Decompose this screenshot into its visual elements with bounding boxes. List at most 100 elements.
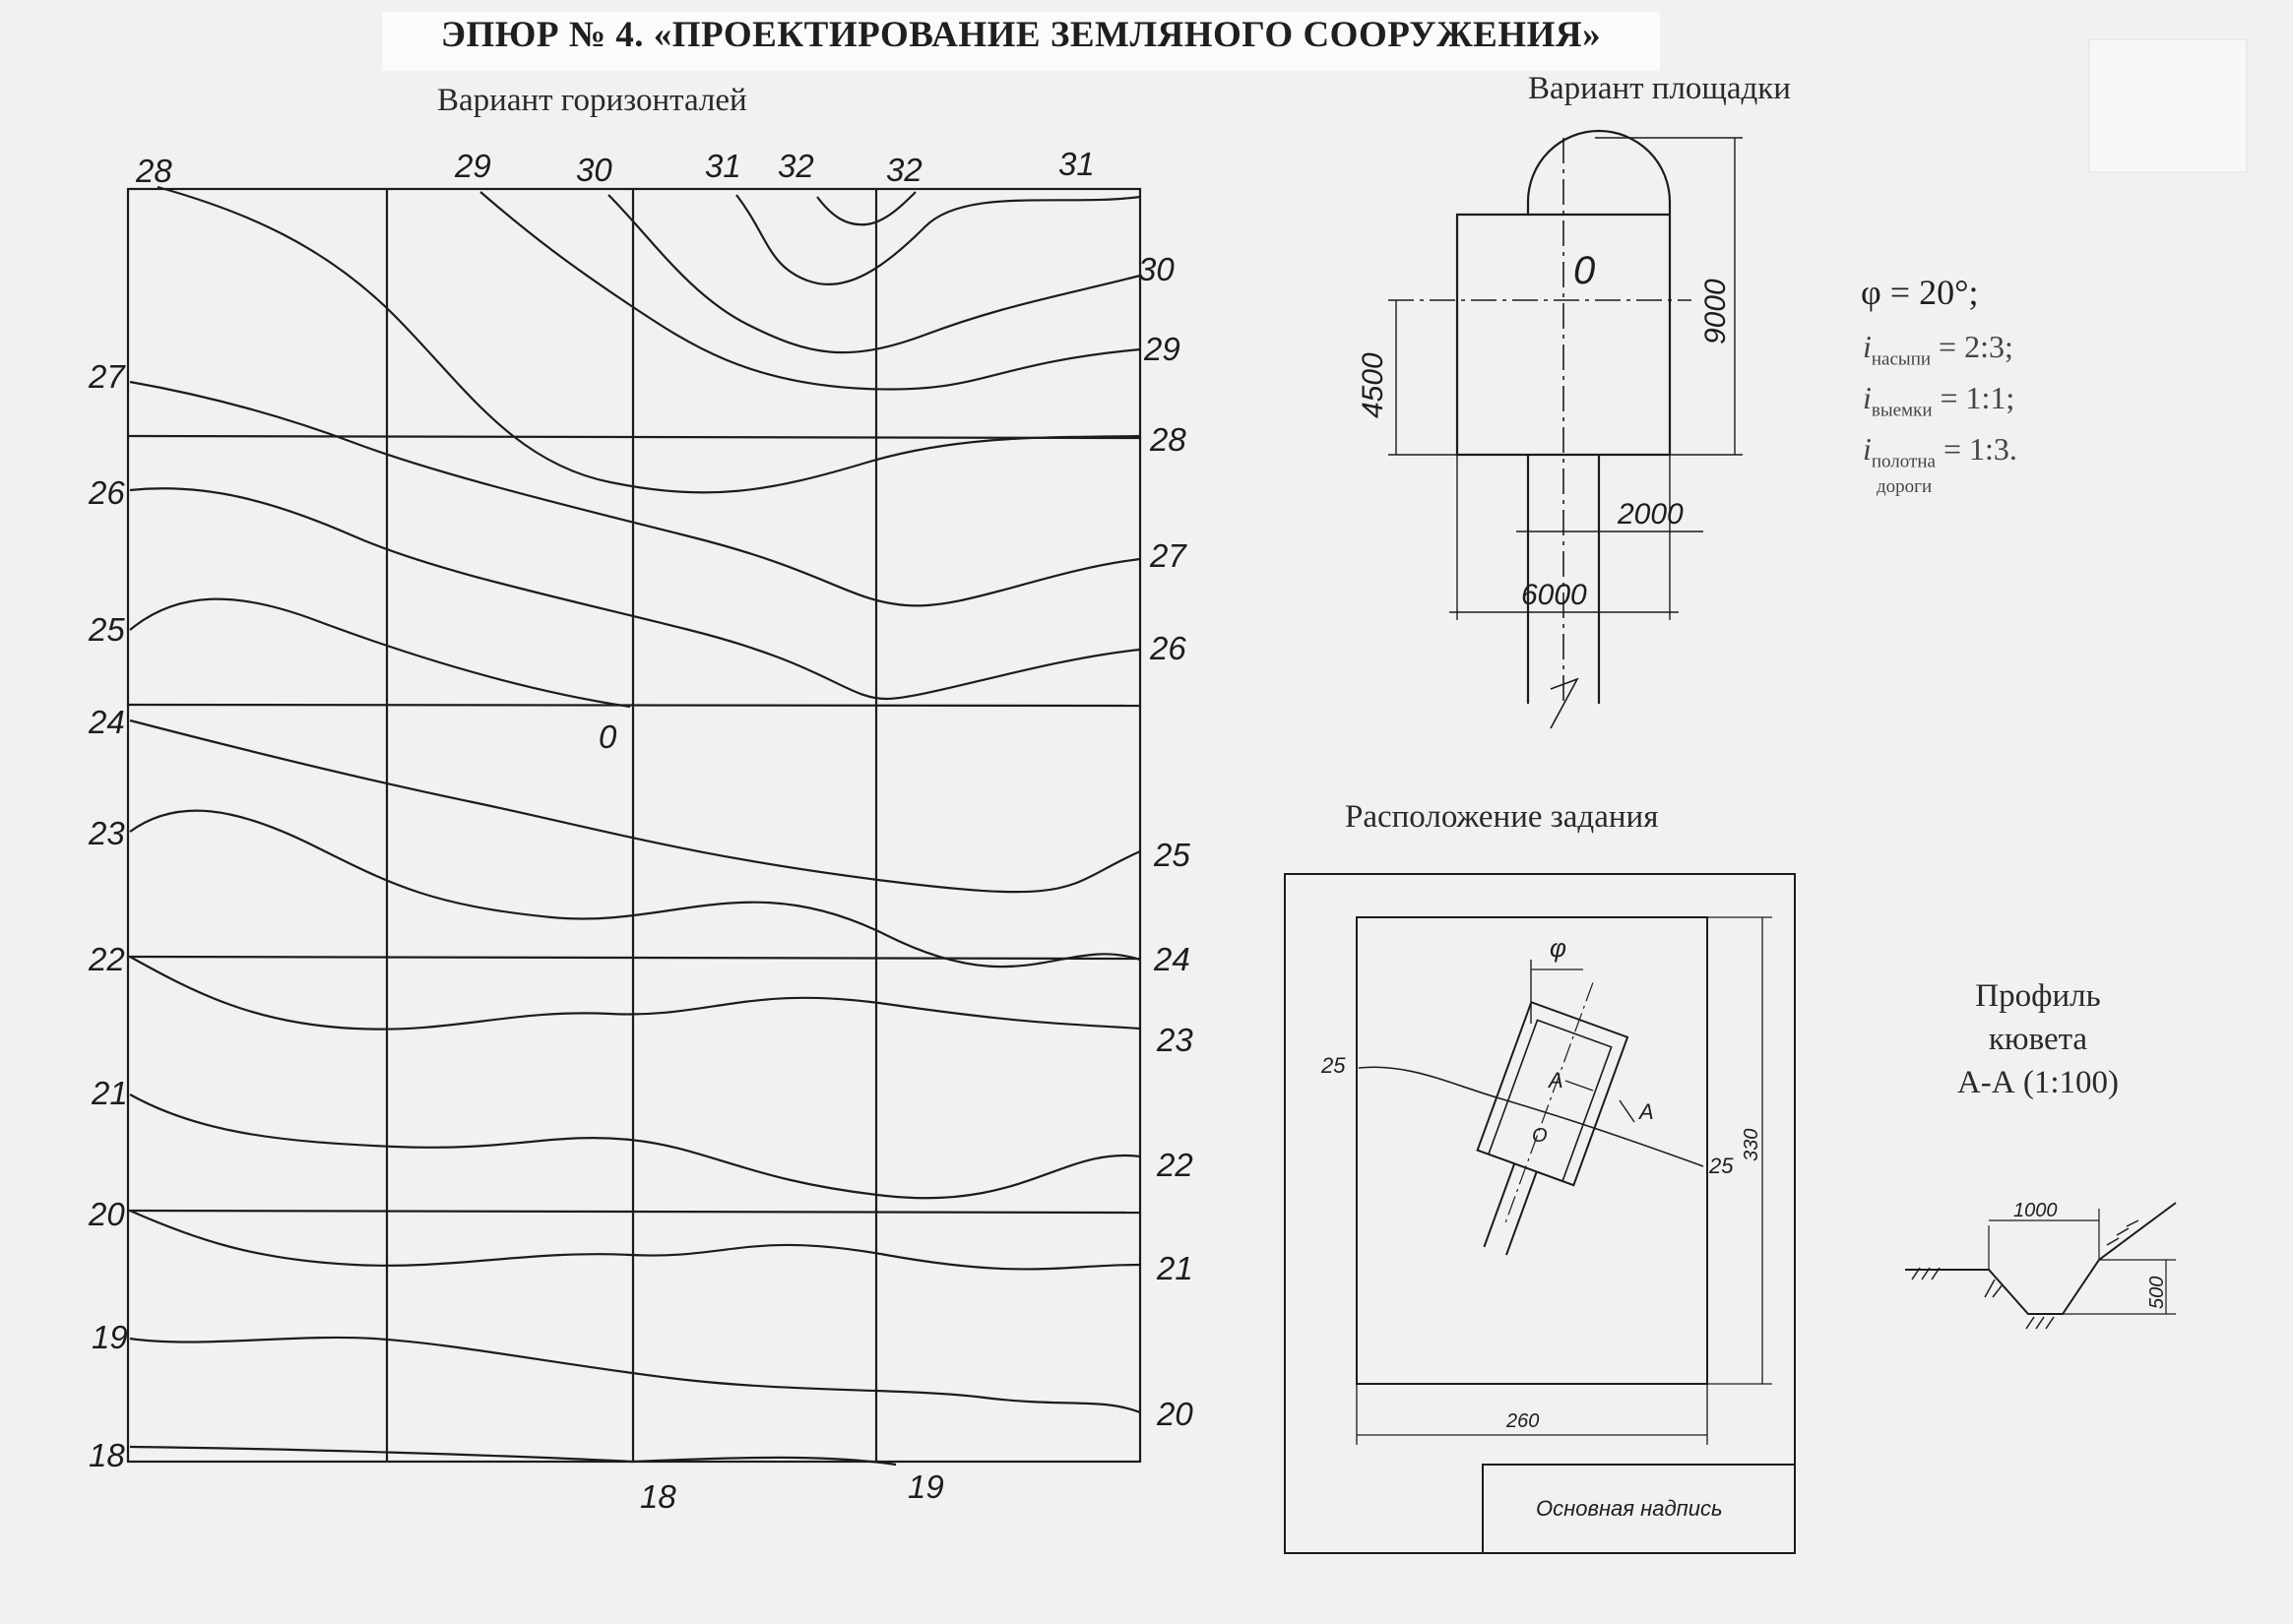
contour-line-23 — [129, 956, 1141, 1031]
site-center-label: 0 — [1573, 249, 1595, 292]
right-label-26: 26 — [1149, 630, 1186, 666]
left-label-20: 20 — [88, 1196, 125, 1232]
right-label-28: 28 — [1149, 421, 1186, 458]
site-dim-9000: 9000 — [1699, 279, 1732, 344]
param-road: iполотна = 1:3. — [1863, 431, 2017, 472]
layout-center-label: O — [1532, 1125, 1548, 1147]
layout-dim-330: 330 — [1741, 1129, 1762, 1161]
site-heading: Вариант площадки — [1528, 71, 1791, 106]
grid-hline-3 — [127, 955, 1141, 961]
param-fill: iнасыпи = 2:3; — [1863, 329, 2013, 370]
param-cut-value: = 1:1; — [1940, 380, 2015, 415]
contour-line-31 — [735, 194, 1141, 285]
ground-hatch-right — [2106, 1219, 2139, 1246]
layout-site-rotated — [1476, 982, 1629, 1256]
layout-contour-label-left: 25 — [1320, 1053, 1346, 1078]
grid-hline-4 — [127, 1209, 1141, 1215]
contour-line-32 — [816, 191, 917, 226]
param-cut-sub: выемки — [1871, 400, 1933, 421]
contour-line-21 — [129, 1209, 1141, 1271]
top-label-28: 28 — [135, 153, 172, 189]
bottom-label-19: 19 — [908, 1468, 944, 1505]
param-fill-value: = 2:3; — [1939, 329, 2013, 364]
layout-sheet — [1284, 873, 1796, 1554]
param-phi: φ = 20°; — [1861, 273, 1979, 312]
left-label-24: 24 — [88, 704, 125, 740]
left-label-27: 27 — [88, 358, 126, 395]
bottom-label-18: 18 — [640, 1478, 676, 1515]
right-label-22: 22 — [1156, 1147, 1193, 1183]
param-road-sub2: дороги — [1877, 476, 1933, 497]
title-block-box — [1482, 1464, 1796, 1554]
layout-road-right — [1505, 1171, 1538, 1256]
ground-hatch-slope — [1984, 1279, 2004, 1298]
layout-section-a2: A — [1637, 1099, 1654, 1124]
contour-labels: 28 29 30 31 32 32 31 27 26 25 24 23 22 2… — [88, 146, 1193, 1515]
layout-inner-frame — [1356, 916, 1708, 1385]
left-label-23: 23 — [88, 815, 125, 851]
contour-line-30 — [607, 194, 1141, 354]
road-break-mark — [1550, 677, 1579, 729]
layout-labels: φ 25 25 A A O 330 260 Основная надпись — [1320, 933, 1762, 1521]
section-arrow-a1 — [1564, 1080, 1594, 1092]
right-label-25: 25 — [1153, 837, 1190, 873]
page-title: ЭПЮР № 4. «ПРОЕКТИРОВАНИЕ ЗЕМЛЯНОГО СООР… — [440, 15, 1602, 55]
ditch-dim-1000: 1000 — [2013, 1200, 2058, 1221]
origin-label: 0 — [599, 718, 617, 755]
layout-road-left — [1483, 1162, 1516, 1248]
left-label-19: 19 — [92, 1319, 128, 1355]
top-label-32b: 32 — [886, 152, 923, 188]
contour-line-18 — [129, 1445, 634, 1464]
left-label-25: 25 — [88, 611, 125, 648]
right-label-30: 30 — [1138, 251, 1175, 287]
site-outline — [1455, 129, 1672, 457]
ground-hatch-bottom — [2025, 1316, 2055, 1330]
top-label-31: 31 — [705, 148, 741, 184]
contour-map — [126, 185, 1142, 1467]
site-dim-6000: 6000 — [1521, 579, 1587, 611]
title-band — [382, 12, 1660, 71]
layout-heading: Расположение задания — [1345, 799, 1659, 835]
param-road-symbol: i — [1863, 431, 1872, 467]
top-label-29: 29 — [454, 148, 491, 184]
contour-line-25a — [129, 597, 631, 709]
param-fill-symbol: i — [1863, 329, 1872, 364]
ditch-labels: 1000 500 — [2013, 1200, 2168, 1309]
contour-line-29 — [479, 191, 1141, 391]
layout-phi: φ — [1550, 933, 1566, 963]
site-labels: 0 9000 4500 2000 6000 — [1357, 249, 1732, 611]
contour-line-28 — [157, 185, 1141, 494]
param-road-value: = 1:3. — [1943, 431, 2017, 467]
site-dim-4500: 4500 — [1357, 352, 1389, 418]
param-cut: iвыемки = 1:1; — [1863, 380, 2014, 421]
ditch-heading-line1: Профиль — [1975, 978, 2101, 1014]
contour-line-25 — [129, 718, 1141, 894]
grid-hline-2 — [127, 703, 1141, 708]
param-road-sub: полотна — [1871, 451, 1936, 472]
contour-line-24 — [129, 809, 1141, 968]
site-plan — [1388, 129, 1743, 729]
ditch-outline — [1905, 1202, 2177, 1315]
layout-site-axis — [1504, 982, 1594, 1223]
right-label-24: 24 — [1153, 941, 1190, 977]
ground-hatch-left — [1911, 1267, 1941, 1280]
right-label-29: 29 — [1143, 331, 1180, 367]
left-label-21: 21 — [91, 1075, 128, 1111]
contour-line-20 — [129, 1336, 1141, 1414]
contour-line-22 — [129, 1093, 1141, 1200]
left-label-22: 22 — [88, 941, 125, 977]
top-label-32a: 32 — [778, 148, 814, 184]
param-cut-symbol: i — [1863, 380, 1872, 415]
contour-line-19 — [632, 1456, 897, 1467]
ditch-heading-line3: А-А (1:100) — [1956, 1065, 2120, 1100]
right-label-27: 27 — [1149, 537, 1187, 574]
layout-section-a1: A — [1547, 1068, 1563, 1093]
section-arrow-a2 — [1619, 1099, 1635, 1123]
right-label-21: 21 — [1156, 1250, 1193, 1286]
layout-contour-label-right: 25 — [1708, 1154, 1734, 1178]
top-label-31b: 31 — [1058, 146, 1095, 182]
right-label-20: 20 — [1156, 1396, 1193, 1432]
title-block-label: Основная надпись — [1536, 1496, 1723, 1521]
contour-line-27 — [129, 380, 1141, 607]
